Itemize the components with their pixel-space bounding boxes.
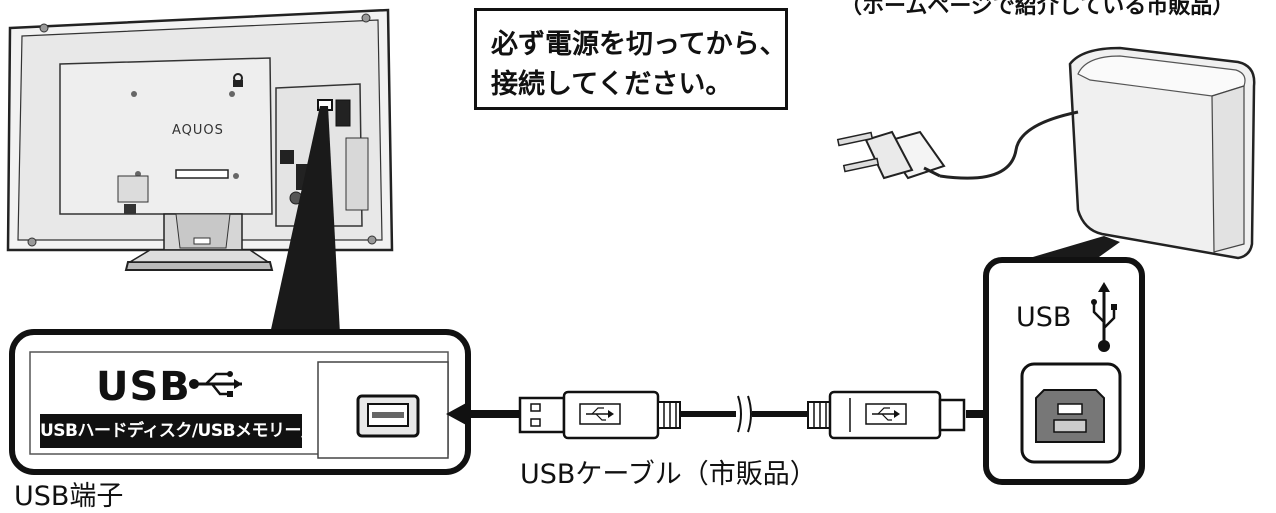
- tv-port-caption: USB端子: [14, 481, 124, 512]
- tv-back-illustration: AQUOS: [6, 8, 394, 271]
- hdd-caption: （ホームページで紹介している市販品）: [840, 0, 1235, 19]
- hdd-port-callout: [1016, 236, 1120, 262]
- tv-port-panel: [9, 329, 471, 475]
- tv-brand-logo: AQUOS: [172, 123, 224, 138]
- hdd-usb-label: USB: [1016, 302, 1072, 333]
- usb-trident-icon: [189, 371, 242, 397]
- usb-a-port-icon: [356, 394, 420, 438]
- usb-b-port-icon: [1020, 362, 1122, 464]
- tv-usb-usage-label: USBハードディスク/USBメモリー用: [40, 414, 318, 448]
- tv-usb-label: USB: [96, 364, 191, 410]
- usb-a-plug-icon: [518, 390, 681, 440]
- arrow-left-icon: [446, 402, 522, 426]
- power-plug-icon: [836, 130, 946, 180]
- usb-trident-icon: [1091, 282, 1117, 352]
- notice-line-1: 必ず電源を切ってから、: [491, 29, 787, 60]
- tv-port-callout: [270, 106, 340, 334]
- usb-cable: [518, 390, 966, 440]
- cable-caption: USBケーブル（市販品）: [520, 459, 817, 490]
- usb-b-plug-icon: [807, 390, 966, 440]
- hdd-port-panel: [983, 257, 1145, 485]
- power-off-notice: 必ず電源を切ってから、 接続してください。: [474, 8, 788, 110]
- usb-hdd-device: [1068, 46, 1256, 260]
- notice-line-2: 接続してください。: [491, 69, 733, 100]
